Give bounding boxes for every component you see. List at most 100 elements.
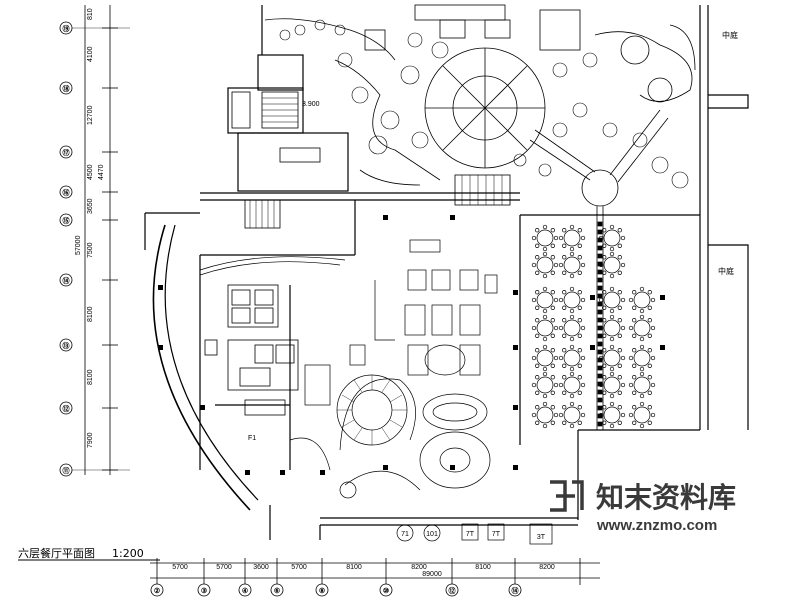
row-tag-1: ⑱ xyxy=(63,84,70,93)
courtyard-label-2: 中庭 xyxy=(718,266,734,276)
col-tag-7: ⑭ xyxy=(512,586,519,595)
aisle-tile xyxy=(597,421,603,427)
title-text: 六层餐厅平面图 xyxy=(18,546,95,560)
row-tag-2: ⑰ xyxy=(63,148,70,157)
aisle-tile xyxy=(597,285,603,291)
round-table xyxy=(558,251,586,279)
watermark-cn: 知末资料库 xyxy=(596,481,736,514)
aisle-tile xyxy=(597,341,603,347)
room-tag-0: 71 xyxy=(401,531,409,538)
round-table xyxy=(628,371,656,399)
aisle-tile xyxy=(597,229,603,235)
aisle-tile xyxy=(597,317,603,323)
row-tag-4: ⑮ xyxy=(63,216,70,225)
aisle-tile xyxy=(597,381,603,387)
row-tag-8: ⑪ xyxy=(63,466,70,475)
aisle-tile xyxy=(597,221,603,227)
dim-bottom-2: 3600 xyxy=(253,564,269,571)
dim-bottom-0: 5700 xyxy=(172,564,188,571)
col-tag-5: ⑩ xyxy=(383,587,389,595)
aisle-tile xyxy=(597,333,603,339)
bottom-room-tags xyxy=(396,523,553,545)
round-table xyxy=(558,344,586,372)
round-table xyxy=(628,314,656,342)
room-tag-4: 3T xyxy=(537,534,546,541)
aisle-tile xyxy=(597,277,603,283)
aisle-tile xyxy=(597,365,603,371)
dim-bottom-3: 5700 xyxy=(291,564,307,571)
restaurant-tables xyxy=(199,239,498,499)
aisle-tile xyxy=(597,301,603,307)
stair-cores xyxy=(204,91,321,416)
dim-left-7: 7500 xyxy=(87,242,94,258)
bottom-dimension-texts: 5700 5700 3600 5700 8100 8200 8100 8200 … xyxy=(172,564,555,578)
round-table xyxy=(628,344,656,372)
dim-bottom-total: 89000 xyxy=(422,571,442,578)
aisle-tile xyxy=(597,253,603,259)
left-dimension-chain xyxy=(70,5,130,475)
col-tag-1: ③ xyxy=(201,587,207,595)
dim-left-3: 4500 xyxy=(87,164,94,180)
dim-bottom-5: 8200 xyxy=(411,564,427,571)
garden-area xyxy=(264,4,696,430)
round-table xyxy=(558,286,586,314)
dim-left-8: 8100 xyxy=(87,306,94,322)
dim-bottom-7: 8200 xyxy=(539,564,555,571)
col-tag-3: ⑥ xyxy=(274,587,280,595)
level-note: 3.900 xyxy=(302,101,320,108)
dim-left-6: 57000 xyxy=(75,235,82,255)
bottom-room-tag-texts: 71 101 7T 7T 3T xyxy=(401,531,546,541)
dim-left-5: 3650 xyxy=(87,198,94,214)
row-tag-3: ⑯ xyxy=(63,188,70,197)
aisle-tile xyxy=(597,397,603,403)
round-table xyxy=(531,401,559,429)
round-table xyxy=(531,251,559,279)
round-table xyxy=(531,371,559,399)
round-table xyxy=(598,371,626,399)
dim-left-2: 12700 xyxy=(87,105,94,125)
left-dimension-texts: 810 4100 12700 4500 4470 3650 57000 7500… xyxy=(75,8,105,448)
col-tag-2: ④ xyxy=(242,587,248,595)
watermark-logo-icon xyxy=(550,480,584,512)
title-scale: 1:200 xyxy=(112,547,144,560)
bottom-grid-bubbles xyxy=(150,583,522,597)
left-grid-bubbles xyxy=(59,21,73,477)
round-table xyxy=(598,401,626,429)
aisle-tile xyxy=(597,309,603,315)
round-table xyxy=(628,401,656,429)
dim-left-10: 7900 xyxy=(87,432,94,448)
aisle-tile xyxy=(597,325,603,331)
round-table xyxy=(598,286,626,314)
round-table xyxy=(531,224,559,252)
col-tag-0: ② xyxy=(154,587,160,595)
round-table xyxy=(598,251,626,279)
aisle-tile xyxy=(597,405,603,411)
room-tag-1: 101 xyxy=(426,531,438,538)
round-table xyxy=(558,401,586,429)
round-table xyxy=(558,224,586,252)
row-tag-5: ⑭ xyxy=(63,276,70,285)
room-note: F1 xyxy=(248,435,256,442)
aisle-tile xyxy=(597,237,603,243)
bottom-dimension-chain xyxy=(150,558,600,585)
room-labels: 中庭 中庭 3.900 F1 xyxy=(248,30,738,442)
round-table xyxy=(531,344,559,372)
room-tag-2: 7T xyxy=(466,531,475,538)
col-tag-4: ⑧ xyxy=(319,587,325,595)
row-tag-6: ⑬ xyxy=(63,341,70,350)
dim-left-9: 8100 xyxy=(87,369,94,385)
structural-columns xyxy=(158,215,665,475)
dim-left-1: 4100 xyxy=(87,46,94,62)
aisle-tile xyxy=(597,269,603,275)
left-grid-tags: ⑲ ⑱ ⑰ ⑯ ⑮ ⑭ ⑬ ⑫ ⑪ xyxy=(63,24,70,475)
row-tag-7: ⑫ xyxy=(63,404,70,413)
aisle-tile xyxy=(597,261,603,267)
dim-bottom-4: 8100 xyxy=(346,564,362,571)
dim-bottom-1: 5700 xyxy=(216,564,232,571)
aisle-tile xyxy=(597,357,603,363)
bottom-grid-tags: ② ③ ④ ⑥ ⑧ ⑩ ⑫ ⑭ xyxy=(154,586,519,595)
room-tag-3: 7T xyxy=(492,531,501,538)
watermark-url: www.znzmo.com xyxy=(596,517,717,534)
watermark: 知末资料库 www.znzmo.com xyxy=(550,480,736,534)
